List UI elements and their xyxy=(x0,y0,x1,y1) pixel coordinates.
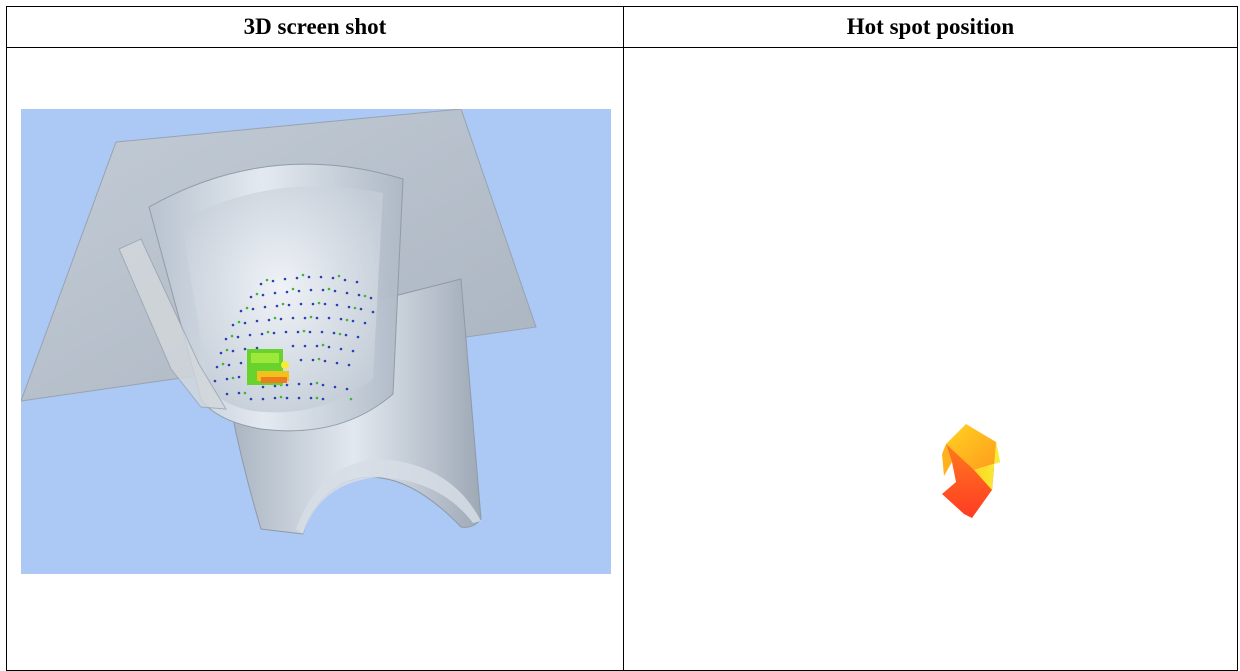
hot-spot-marker xyxy=(247,349,289,385)
cell-hot-spot-position xyxy=(623,47,1238,671)
comparison-table: 3D screen shot Hot spot position xyxy=(6,6,1238,671)
table-row xyxy=(6,47,1238,671)
header-hot-spot-position: Hot spot position xyxy=(623,6,1238,48)
3d-render-image xyxy=(20,108,611,574)
table-header-row: 3D screen shot Hot spot position xyxy=(6,6,1238,48)
header-3d-screen-shot: 3D screen shot xyxy=(6,6,624,48)
point-cloud xyxy=(213,273,375,401)
cell-3d-screen-shot xyxy=(6,47,624,671)
hot-spot-image xyxy=(934,414,1014,524)
